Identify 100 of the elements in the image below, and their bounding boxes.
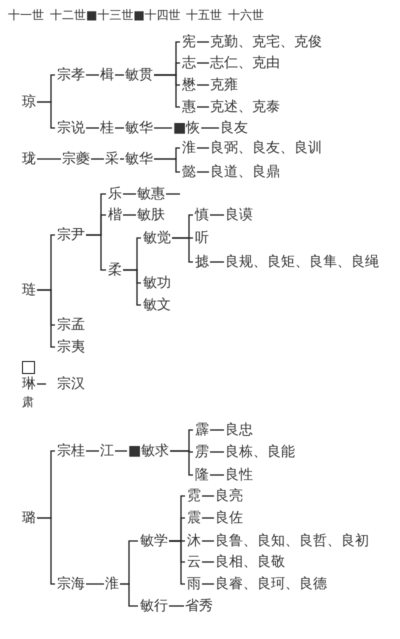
- name-text: 志: [182, 55, 196, 71]
- bracket-line: [154, 74, 180, 108]
- bracket-line: [37, 101, 55, 129]
- name-text: 琼: [22, 94, 36, 110]
- name-text: 良谟: [225, 207, 253, 223]
- bracket-line: [169, 540, 185, 585]
- name-text: 琳: [22, 376, 36, 392]
- name-text: 良鲁、良知、良哲、良初: [215, 533, 369, 549]
- name-text: 敏文: [143, 297, 171, 313]
- name-text: 璐: [22, 510, 36, 526]
- connector-line: [91, 158, 104, 160]
- name-text: 敏功: [143, 275, 171, 291]
- generation-label: 十六世: [228, 7, 264, 23]
- name-text: 宗桂: [57, 443, 85, 459]
- name-text: 敏肤: [137, 207, 165, 223]
- bracket-line: [172, 237, 193, 263]
- name-text: 霓: [187, 488, 201, 504]
- name-text: 良佐: [215, 510, 243, 526]
- connector-line: [197, 84, 209, 86]
- connector-line: [202, 517, 214, 519]
- name-text: ■敏求: [128, 443, 170, 459]
- name-text: 桂: [100, 120, 114, 136]
- name-text: 省秀: [185, 598, 213, 614]
- name-text: 宗夔: [62, 151, 90, 167]
- name-text: 懋: [182, 77, 196, 93]
- name-text: 宪: [182, 34, 196, 50]
- name-text: 惠: [182, 99, 196, 115]
- name-text: 良规、良矩、良隼、良绳: [225, 254, 379, 270]
- connector-line: [210, 261, 224, 263]
- name-text: 摅: [195, 254, 209, 270]
- generation-label: 十五世: [186, 7, 222, 23]
- connector-line: [86, 74, 99, 76]
- name-text: 琏: [22, 282, 36, 298]
- name-text: 志仁、克由: [210, 55, 280, 71]
- name-text: 宗汉: [57, 376, 85, 392]
- name-text: 懿: [182, 164, 196, 180]
- name-text: 淮: [105, 576, 119, 592]
- name-text: 云: [187, 554, 201, 570]
- name-text: 敏贯: [125, 67, 153, 83]
- name-text: 霹: [195, 422, 209, 438]
- name-text: 慎: [195, 207, 209, 223]
- connector-line: [202, 561, 214, 563]
- bracket-line: [154, 158, 180, 173]
- empty-box: [22, 361, 35, 374]
- connector-line: [169, 605, 184, 607]
- name-text: 震: [187, 510, 201, 526]
- connector-line: [86, 127, 99, 129]
- generation-label: 十一世: [8, 7, 44, 23]
- name-text: 雳: [195, 444, 209, 460]
- name-text: 楷: [108, 207, 122, 223]
- connector-line: [197, 106, 209, 108]
- name-text: 敏华: [125, 120, 153, 136]
- connector-line: [210, 474, 224, 476]
- name-text: 良道、良鼎: [210, 164, 280, 180]
- connector-line: [197, 41, 209, 43]
- name-text: 敏觉: [143, 230, 171, 246]
- name-text: 克勤、克宅、克俊: [210, 34, 322, 50]
- connector-line: [37, 383, 46, 385]
- name-text: 珑: [22, 151, 36, 167]
- connector-line: [115, 127, 124, 129]
- connector-line: [202, 540, 214, 542]
- connector-line: [86, 583, 104, 585]
- name-text: 沐: [187, 533, 201, 549]
- name-text: 良相、良敬: [215, 554, 285, 570]
- name-text: 采: [105, 151, 119, 167]
- name-text: 良弼、良友、良训: [210, 140, 322, 156]
- name-text: 良栋、良能: [225, 444, 295, 460]
- generation-label: 十二世■十三世■十四世: [50, 7, 181, 23]
- bracket-line: [123, 269, 141, 306]
- name-text: 江: [100, 443, 114, 459]
- connector-line: [123, 214, 136, 216]
- name-text: 乐: [108, 186, 122, 202]
- name-text: 雨: [187, 576, 201, 592]
- name-text: 听: [195, 230, 209, 246]
- name-text: 柔: [108, 262, 122, 278]
- name-text: 隆: [195, 467, 209, 483]
- name-text: 敏华: [125, 151, 153, 167]
- connector-line: [201, 127, 219, 129]
- connector-line: [120, 158, 124, 160]
- connector-line: [123, 193, 136, 195]
- name-text: 敏行: [140, 598, 168, 614]
- name-text: 宗孝: [57, 67, 85, 83]
- connector-line: [202, 583, 214, 585]
- connector-line: [37, 158, 61, 160]
- connector-line: [115, 74, 124, 76]
- connector-line: [166, 193, 180, 195]
- name-text: 敏惠: [137, 186, 165, 202]
- connector-line: [154, 127, 172, 129]
- name-text: 良性: [225, 467, 253, 483]
- name-text: 克述、克泰: [210, 99, 280, 115]
- name-text: 宗说: [57, 120, 85, 136]
- connector-line: [210, 214, 224, 216]
- name-text: 宗尹: [57, 227, 85, 243]
- name-text: 良忠: [225, 422, 253, 438]
- connector-line: [202, 495, 214, 497]
- name-text: 淮: [182, 140, 196, 156]
- name-text: 敏学: [140, 533, 168, 549]
- name-text: 宗孟: [57, 317, 85, 333]
- connector-line: [197, 147, 209, 149]
- connector-line: [197, 171, 209, 173]
